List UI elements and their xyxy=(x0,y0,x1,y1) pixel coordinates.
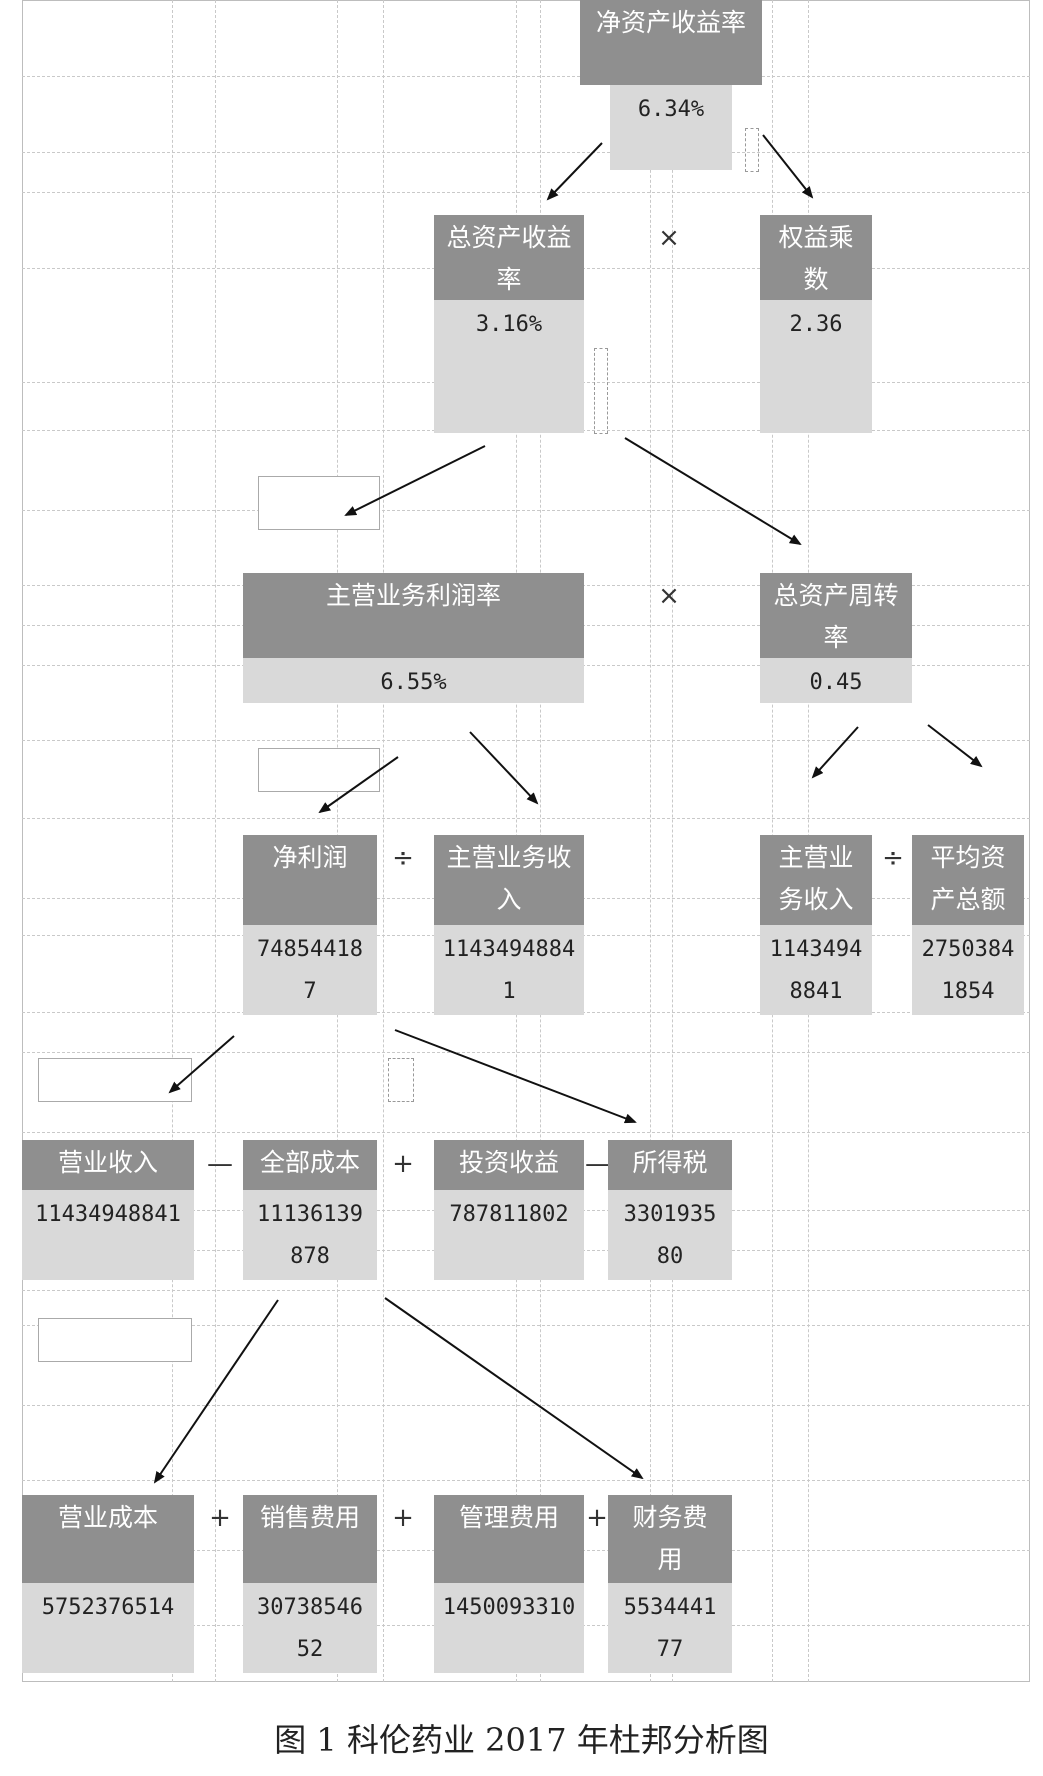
main-revenue-header-right: 主营业 务收入 xyxy=(760,835,872,925)
roa-header: 总资产收益 率 xyxy=(434,215,584,300)
operating-cost-header: 营业成本 xyxy=(22,1495,194,1583)
grid-row-line xyxy=(22,740,1030,741)
arrow-roe-to-roa xyxy=(546,142,603,201)
grid-row-line xyxy=(22,818,1030,819)
grid-column-line xyxy=(172,0,173,1682)
dotted-mark xyxy=(388,1058,414,1102)
dotted-mark xyxy=(745,128,759,172)
arrow-margin-to-main-revenue xyxy=(469,731,539,805)
grid-row-line xyxy=(22,76,1030,77)
grid-row-line xyxy=(22,1052,1030,1053)
equity-multiplier-header: 权益乘 数 xyxy=(760,215,872,300)
plus-operator: + xyxy=(392,1149,414,1179)
arrow-net-profit-to-tax xyxy=(394,1029,637,1124)
main-revenue-value-right: 1143494 8841 xyxy=(760,925,872,1015)
finance-expense-value: 5534441 77 xyxy=(608,1583,732,1673)
divide-operator: ÷ xyxy=(392,843,414,873)
plus-operator: + xyxy=(392,1503,414,1533)
minus-operator: — xyxy=(207,1149,233,1179)
main-revenue-value: 1143494884 1 xyxy=(434,925,584,1015)
avg-total-assets-header: 平均资 产总额 xyxy=(912,835,1024,925)
plus-operator: + xyxy=(586,1503,608,1533)
investment-income-header: 投资收益 xyxy=(434,1140,584,1190)
figure-caption: 图 1 科伦药业 2017 年杜邦分析图 xyxy=(274,1721,769,1759)
profit-margin-header: 主营业务利润率 xyxy=(243,573,584,658)
plus-operator: + xyxy=(209,1503,231,1533)
arrow-margin-to-net-profit xyxy=(318,756,399,814)
total-cost-value: 11136139 878 xyxy=(243,1190,377,1280)
roa-value: 3.16% xyxy=(434,300,584,433)
admin-expense-value: 1450093310 xyxy=(434,1583,584,1673)
selling-expense-header: 销售费用 xyxy=(243,1495,377,1583)
divide-operator: ÷ xyxy=(882,843,904,873)
arrow-roa-to-profit-margin xyxy=(344,445,486,516)
roe-header: 净资产收益率 xyxy=(580,0,762,85)
arrow-layer xyxy=(153,134,983,1484)
arrow-turnover-to-main-revenue xyxy=(811,726,859,779)
net-profit-header: 净利润 xyxy=(243,835,377,925)
grid-column-line xyxy=(383,0,384,1682)
net-profit-value: 74854418 7 xyxy=(243,925,377,1015)
multiply-operator: × xyxy=(658,223,680,253)
total-cost-header: 全部成本 xyxy=(243,1140,377,1190)
grid-column-line xyxy=(650,0,651,1682)
grid-row-line xyxy=(22,510,1030,511)
profit-margin-value: 6.55% xyxy=(243,658,584,703)
arrow-cost-to-finance-expense xyxy=(384,1297,644,1480)
investment-income-value: 787811802 xyxy=(434,1190,584,1280)
equity-multiplier-value: 2.36 xyxy=(760,300,872,433)
minus-operator: — xyxy=(585,1149,611,1179)
income-tax-header: 所得税 xyxy=(608,1140,732,1190)
finance-expense-header: 财务费 用 xyxy=(608,1495,732,1583)
empty-shape xyxy=(38,1058,192,1102)
arrow-roe-to-equity-multiplier xyxy=(762,134,814,199)
operating-cost-value: 5752376514 xyxy=(22,1583,194,1673)
asset-turnover-value: 0.45 xyxy=(760,658,912,703)
operating-revenue-value: 11434948841 xyxy=(22,1190,194,1280)
grid-row-line xyxy=(22,152,1030,153)
income-tax-value: 3301935 80 xyxy=(608,1190,732,1280)
arrow-cost-to-operating-cost xyxy=(153,1299,279,1484)
spreadsheet-grid xyxy=(22,0,1030,1682)
admin-expense-header: 管理费用 xyxy=(434,1495,584,1583)
operating-revenue-header: 营业收入 xyxy=(22,1140,194,1190)
dotted-mark xyxy=(594,348,608,434)
grid-row-line xyxy=(22,192,1030,193)
grid-row-line xyxy=(22,1480,1030,1481)
arrow-turnover-to-avg-assets xyxy=(927,724,983,768)
arrow-net-profit-to-revenue xyxy=(168,1035,235,1094)
grid-row-line xyxy=(22,1405,1030,1406)
multiply-operator: × xyxy=(658,581,680,611)
grid-row-line xyxy=(22,1325,1030,1326)
grid-row-line xyxy=(22,1290,1030,1291)
grid-column-line xyxy=(672,0,673,1682)
arrow-roa-to-asset-turnover xyxy=(624,437,802,546)
avg-total-assets-value: 2750384 1854 xyxy=(912,925,1024,1015)
selling-expense-value: 30738546 52 xyxy=(243,1583,377,1673)
empty-shape xyxy=(38,1318,192,1362)
asset-turnover-header: 总资产周转 率 xyxy=(760,573,912,658)
main-revenue-header: 主营业务收 入 xyxy=(434,835,584,925)
grid-row-line xyxy=(22,1132,1030,1133)
empty-shape xyxy=(258,476,380,530)
grid-column-line xyxy=(215,0,216,1682)
roe-value: 6.34% xyxy=(610,85,732,170)
